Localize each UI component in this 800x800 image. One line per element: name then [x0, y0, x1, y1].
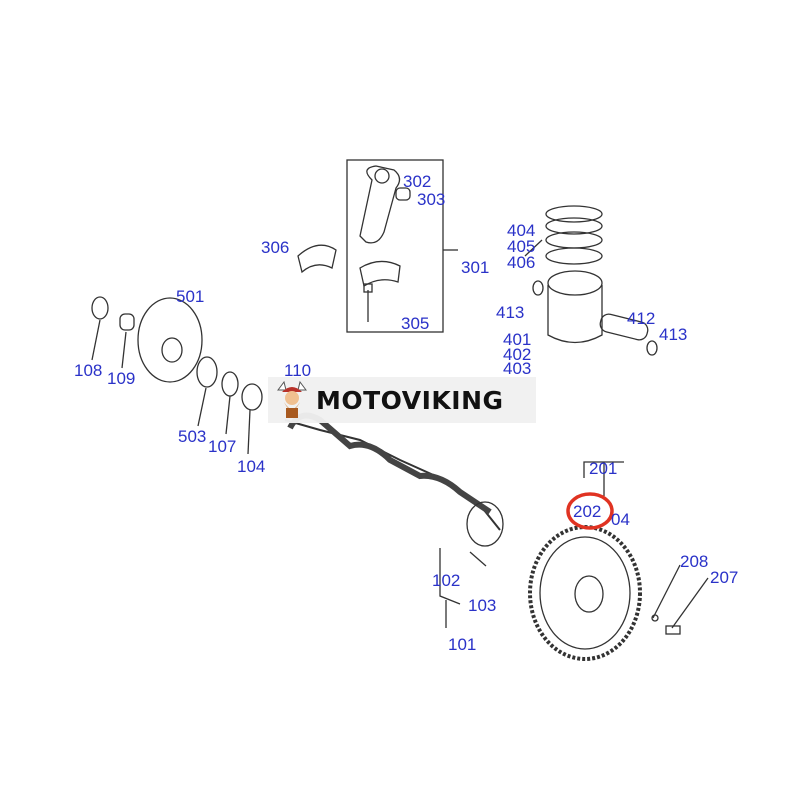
label-301: 301 — [461, 258, 489, 277]
label-202: 202 — [573, 502, 601, 521]
leader-207 — [671, 577, 709, 629]
key — [469, 551, 487, 567]
label-303: 303 — [417, 190, 445, 209]
label-207: 207 — [710, 568, 738, 587]
label-306: 306 — [261, 238, 289, 257]
circlip-right — [646, 340, 658, 356]
piston-ring-2 — [545, 217, 603, 235]
label-103: 103 — [468, 596, 496, 615]
connecting-rod — [359, 165, 401, 244]
label-413-right: 413 — [659, 325, 687, 344]
viking-mascot-icon — [277, 380, 307, 418]
label-208: 208 — [680, 552, 708, 571]
connecting-rod-frame — [346, 159, 444, 333]
bushing — [395, 187, 411, 201]
label-302: 302 — [403, 172, 431, 191]
label-107: 107 — [208, 437, 236, 456]
label-108: 108 — [74, 361, 102, 380]
leader-107 — [225, 395, 231, 435]
piston-pin — [599, 313, 649, 341]
bolt-207 — [665, 625, 681, 635]
highlight-ring-202 — [566, 492, 614, 530]
watermark-banner: MOTOVIKING — [268, 377, 536, 423]
pulley-hub — [161, 337, 183, 363]
bearing-shell — [297, 244, 337, 274]
piston-ring-1 — [545, 205, 603, 223]
bolt-208 — [651, 614, 659, 622]
label-403: 403 — [503, 359, 531, 378]
label-102: 102 — [432, 571, 460, 590]
watermark-text: MOTOVIKING — [316, 385, 504, 415]
washer-503 — [196, 356, 218, 388]
pulley — [137, 297, 203, 383]
label-401: 401 — [503, 330, 531, 349]
crankshaft-axis — [284, 419, 501, 531]
label-104: 104 — [237, 457, 265, 476]
label-405: 405 — [507, 237, 535, 256]
piston-skirt — [547, 285, 603, 344]
piston-crown — [547, 270, 603, 296]
label-402: 402 — [503, 345, 531, 364]
seal-107 — [221, 371, 239, 397]
leader-208 — [652, 564, 681, 619]
label-503: 503 — [178, 427, 206, 446]
label-406: 406 — [507, 253, 535, 272]
bearing-104 — [241, 383, 263, 411]
flywheel-ring-gear — [528, 525, 642, 661]
crank-flange — [466, 501, 504, 547]
label-404: 404 — [507, 221, 535, 240]
small-end-bore — [374, 168, 390, 184]
flywheel-hub — [574, 575, 604, 613]
leader-109 — [121, 331, 127, 369]
leader-102 — [439, 548, 461, 605]
label-413-left: 413 — [496, 303, 524, 322]
leader-108 — [91, 319, 101, 361]
spacer-109 — [119, 313, 135, 331]
nut-108 — [91, 296, 109, 320]
label-110: 110 — [284, 361, 311, 380]
piston-ring-4 — [545, 247, 603, 265]
circlip-left — [532, 280, 544, 296]
leader-201 — [583, 461, 624, 496]
label-204: 04 — [611, 510, 630, 529]
label-412: 412 — [627, 309, 655, 328]
label-501: 501 — [176, 287, 204, 306]
label-201: 201 — [589, 459, 617, 478]
label-109: 109 — [107, 369, 135, 388]
leader-104 — [247, 409, 251, 455]
leader-rings — [524, 239, 543, 257]
rod-cap — [359, 260, 401, 288]
label-305: 305 — [401, 314, 429, 333]
label-101: 101 — [448, 635, 476, 654]
flywheel — [539, 536, 631, 650]
leader-503 — [197, 387, 207, 427]
rod-bolt-head — [363, 283, 373, 293]
